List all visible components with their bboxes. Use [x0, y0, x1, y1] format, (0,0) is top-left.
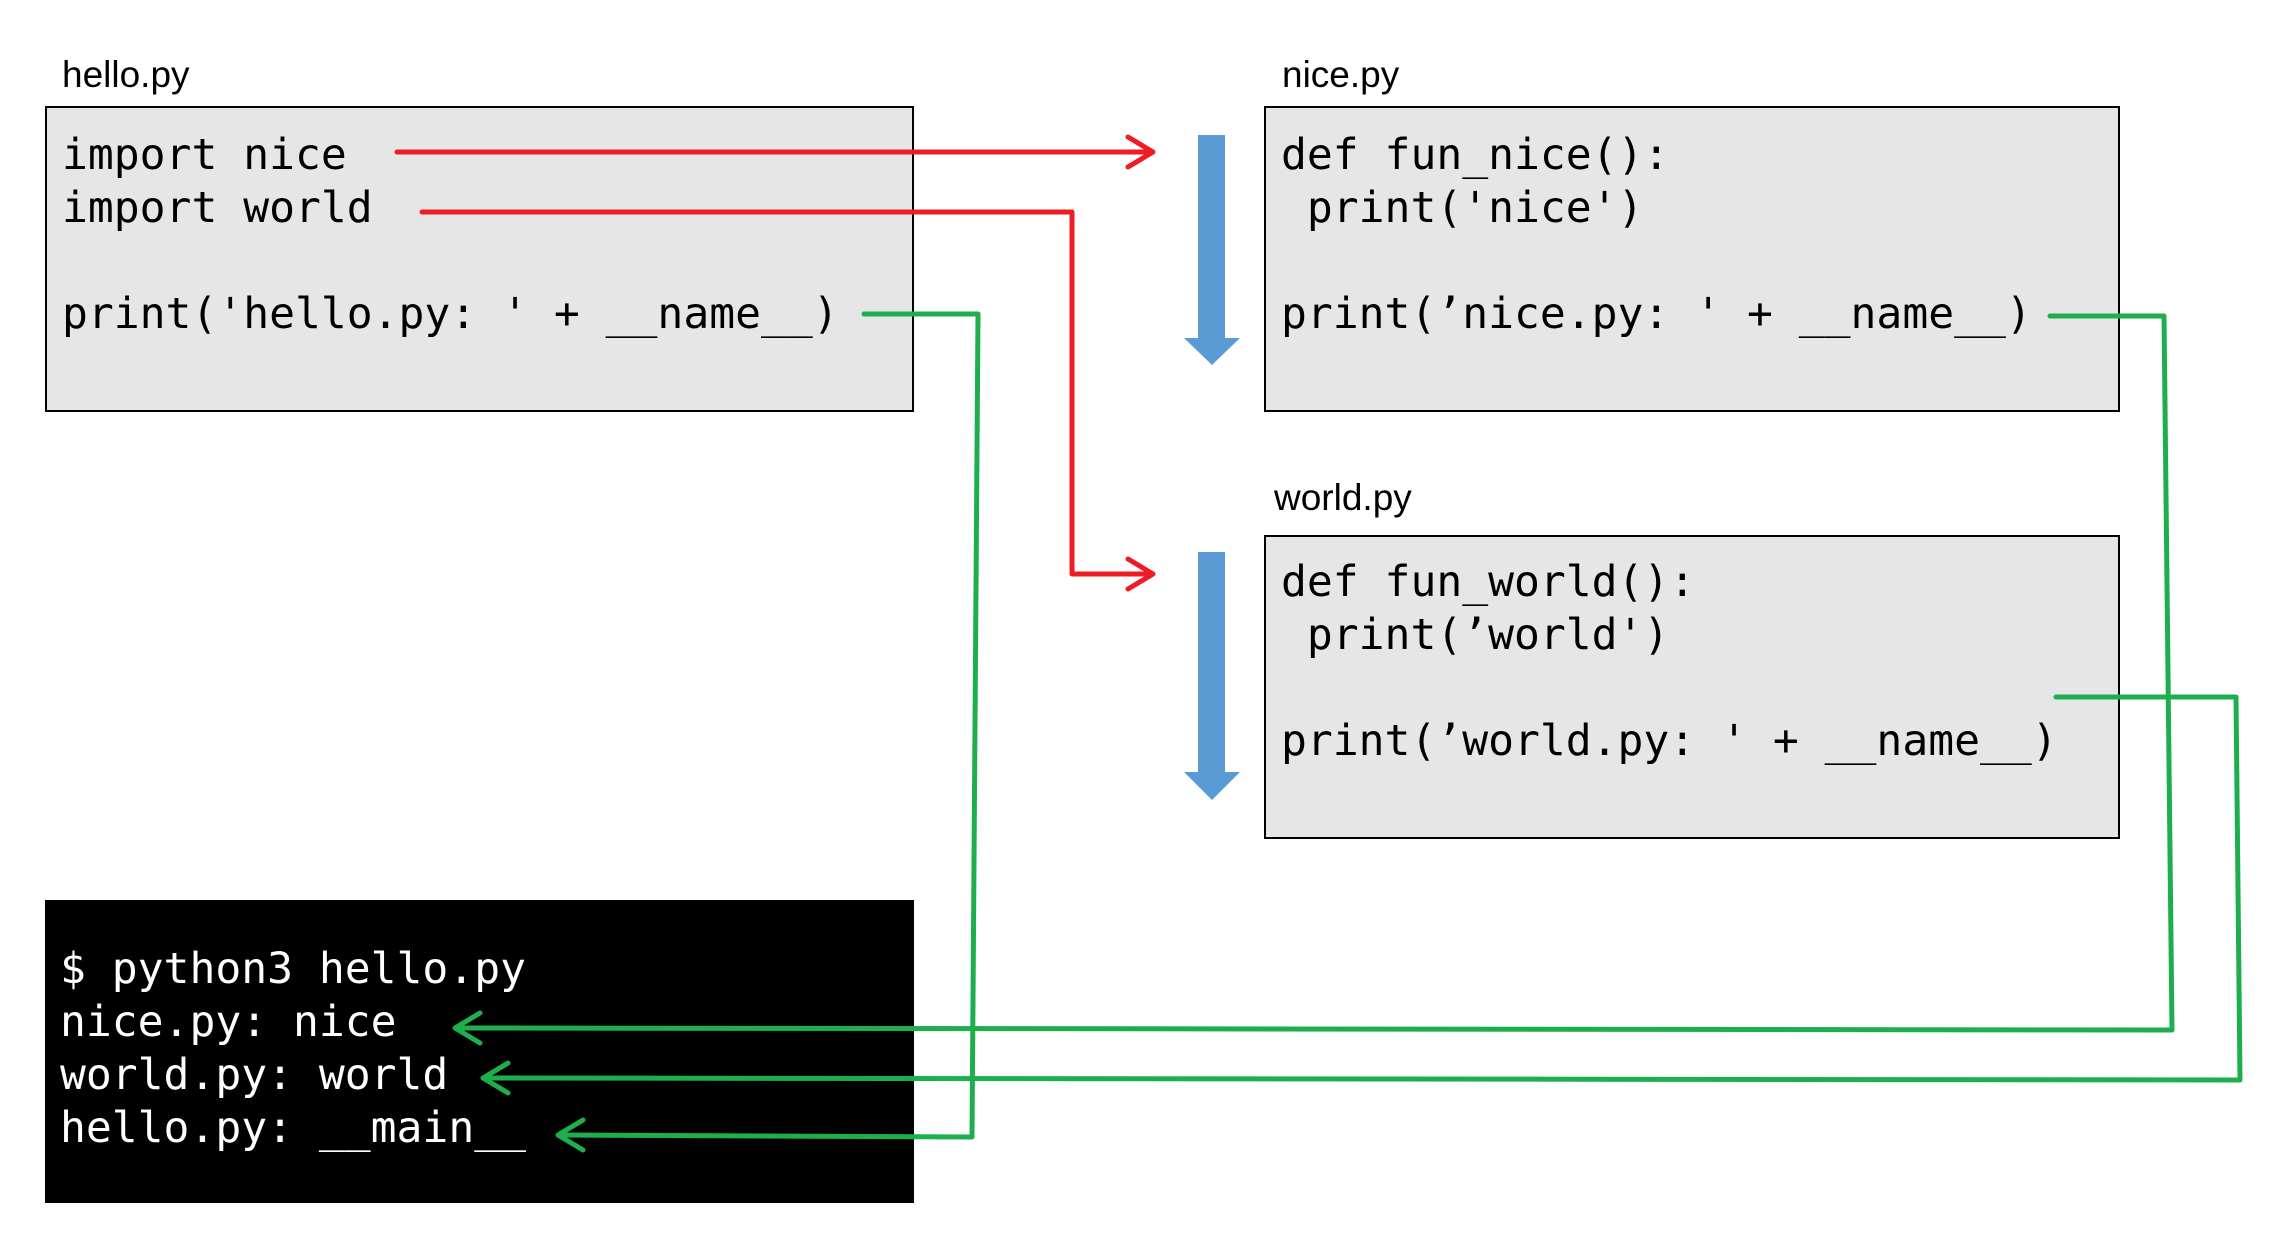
- hello-file-title: hello.py: [62, 54, 190, 95]
- execution-arrow-world: [1184, 552, 1240, 800]
- nice-code-line-2: print('nice'): [1281, 183, 1644, 233]
- hello-code-line-2: import world: [62, 183, 373, 233]
- hello-code-line-3: print('hello.py: ' + __name__): [62, 289, 839, 339]
- world-code-line-3: print(’world.py: ' + __name__): [1281, 716, 2058, 766]
- terminal-line-command: $ python3 hello.py: [60, 944, 526, 994]
- nice-code-box: def fun_nice(): print('nice') print(’nic…: [1264, 106, 2120, 412]
- hello-code-line-1: import nice: [62, 130, 347, 180]
- world-code-line-1: def fun_world():: [1281, 557, 1696, 607]
- nice-code-line-1: def fun_nice():: [1281, 130, 1670, 180]
- world-code-box: def fun_world(): print(’world') print(’w…: [1264, 535, 2120, 839]
- execution-arrow-nice: [1184, 135, 1240, 365]
- nice-code-line-3: print(’nice.py: ' + __name__): [1281, 289, 2032, 339]
- terminal-line-nice: nice.py: nice: [60, 997, 397, 1047]
- terminal-line-hello: hello.py: __main__: [60, 1103, 526, 1153]
- hello-code-box: import nice import world print('hello.py…: [45, 106, 914, 412]
- terminal-output: $ python3 hello.py nice.py: nice world.p…: [45, 900, 914, 1203]
- terminal-line-world: world.py: world: [60, 1050, 449, 1100]
- world-file-title: world.py: [1274, 477, 1412, 518]
- world-code-line-2: print(’world'): [1281, 610, 1670, 660]
- nice-file-title: nice.py: [1282, 54, 1400, 95]
